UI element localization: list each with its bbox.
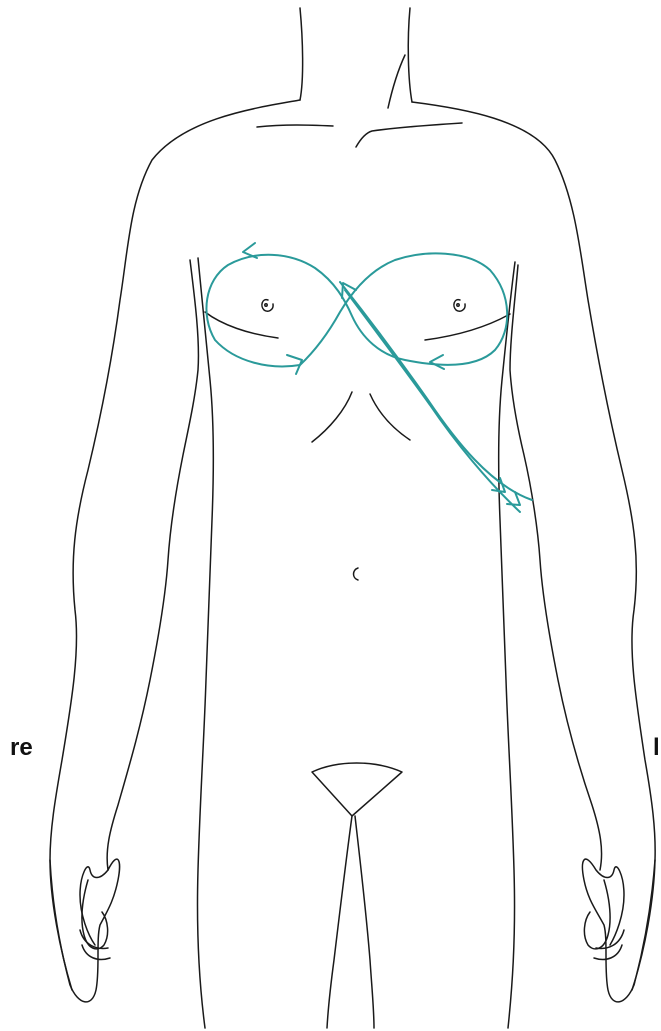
torso-right-side: [499, 262, 515, 1028]
clavicle-right: [356, 123, 462, 147]
breast-left-contour: [205, 312, 278, 338]
arm-right-inner: [510, 265, 602, 870]
leg-right-inner: [355, 816, 374, 1028]
torso-left-side: [197, 258, 213, 1028]
shoulder-arm-right-outer: [412, 102, 655, 990]
body-outline: [50, 8, 655, 1028]
clavicle-left: [257, 125, 333, 127]
lymph-flow-path: [206, 243, 532, 512]
right-side-label: re: [10, 736, 33, 760]
navel: [354, 568, 359, 580]
neck-left-line: [300, 8, 303, 100]
hand-left: [50, 859, 120, 1002]
breast-right-contour: [425, 314, 510, 340]
shoulder-arm-left-outer: [50, 100, 300, 990]
areola-left: [265, 304, 267, 306]
neck-right-line: [408, 8, 412, 102]
rib-line-right: [370, 394, 410, 440]
left-side-label: l: [653, 736, 660, 760]
thumb-left: [82, 880, 108, 949]
arrow-bottom-right-icon: [430, 355, 444, 369]
hand-right: [583, 859, 656, 1002]
fingers-right: [594, 930, 624, 959]
pubic-area: [312, 763, 402, 816]
diagonal-lymph-line: [340, 282, 532, 500]
arrow-bottom-left-icon: [287, 355, 302, 374]
arm-left-inner: [107, 260, 198, 870]
neck-muscle-line: [388, 55, 405, 108]
rib-line-left: [312, 392, 352, 442]
areola-right: [457, 304, 459, 306]
leg-left-inner: [327, 816, 352, 1028]
